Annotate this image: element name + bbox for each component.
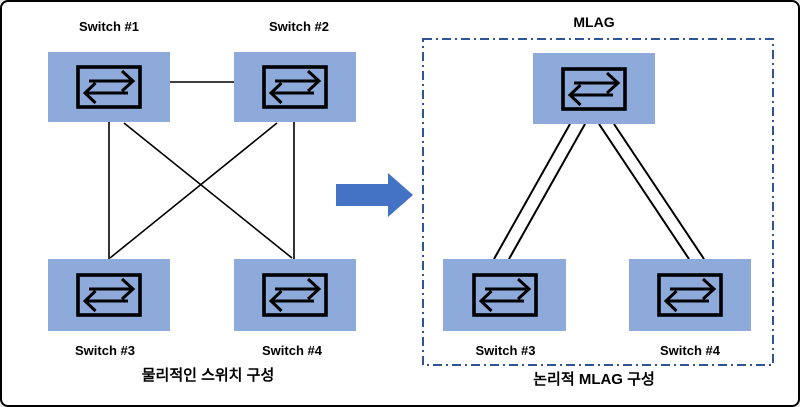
switch-icon <box>471 273 538 317</box>
switch2-label: Switch #2 <box>269 19 329 34</box>
switch3-label: Switch #3 <box>75 343 135 358</box>
switch4-label: Switch #4 <box>262 343 322 358</box>
mlag-switch-node <box>533 53 655 124</box>
switch-icon <box>262 273 328 317</box>
switch1-node <box>48 52 170 122</box>
switch3-node <box>48 259 170 331</box>
link-s1-s4 <box>123 122 293 259</box>
switch2-node <box>234 52 356 122</box>
switch-icon <box>561 66 627 111</box>
link-mlag-s4-b <box>613 123 705 260</box>
switch-icon <box>76 65 142 109</box>
mlag-switch4-node <box>629 259 751 331</box>
switch-icon <box>657 273 723 317</box>
mlag-title: MLAG <box>573 14 615 30</box>
mlag-switch4-label: Switch #4 <box>660 343 720 358</box>
switch-icon <box>76 273 142 317</box>
switch1-label: Switch #1 <box>79 19 139 34</box>
mlag-links <box>493 123 705 260</box>
switch-icon <box>262 65 328 109</box>
logical-caption: 논리적 MLAG 구성 <box>533 371 655 388</box>
link-mlag-s4-a <box>598 123 690 260</box>
mlag-boundary-box <box>422 38 774 366</box>
link-s2-s3 <box>109 122 278 259</box>
mlag-switch3-node <box>443 259 566 331</box>
link-mlag-s3-a <box>493 123 571 260</box>
physical-caption: 물리적인 스위치 구성 <box>141 367 275 384</box>
transition-arrow-icon <box>336 173 413 217</box>
link-mlag-s3-b <box>508 123 586 260</box>
mlag-switch3-label: Switch #3 <box>475 343 536 358</box>
physical-links <box>108 81 295 259</box>
switch4-node <box>234 259 356 331</box>
